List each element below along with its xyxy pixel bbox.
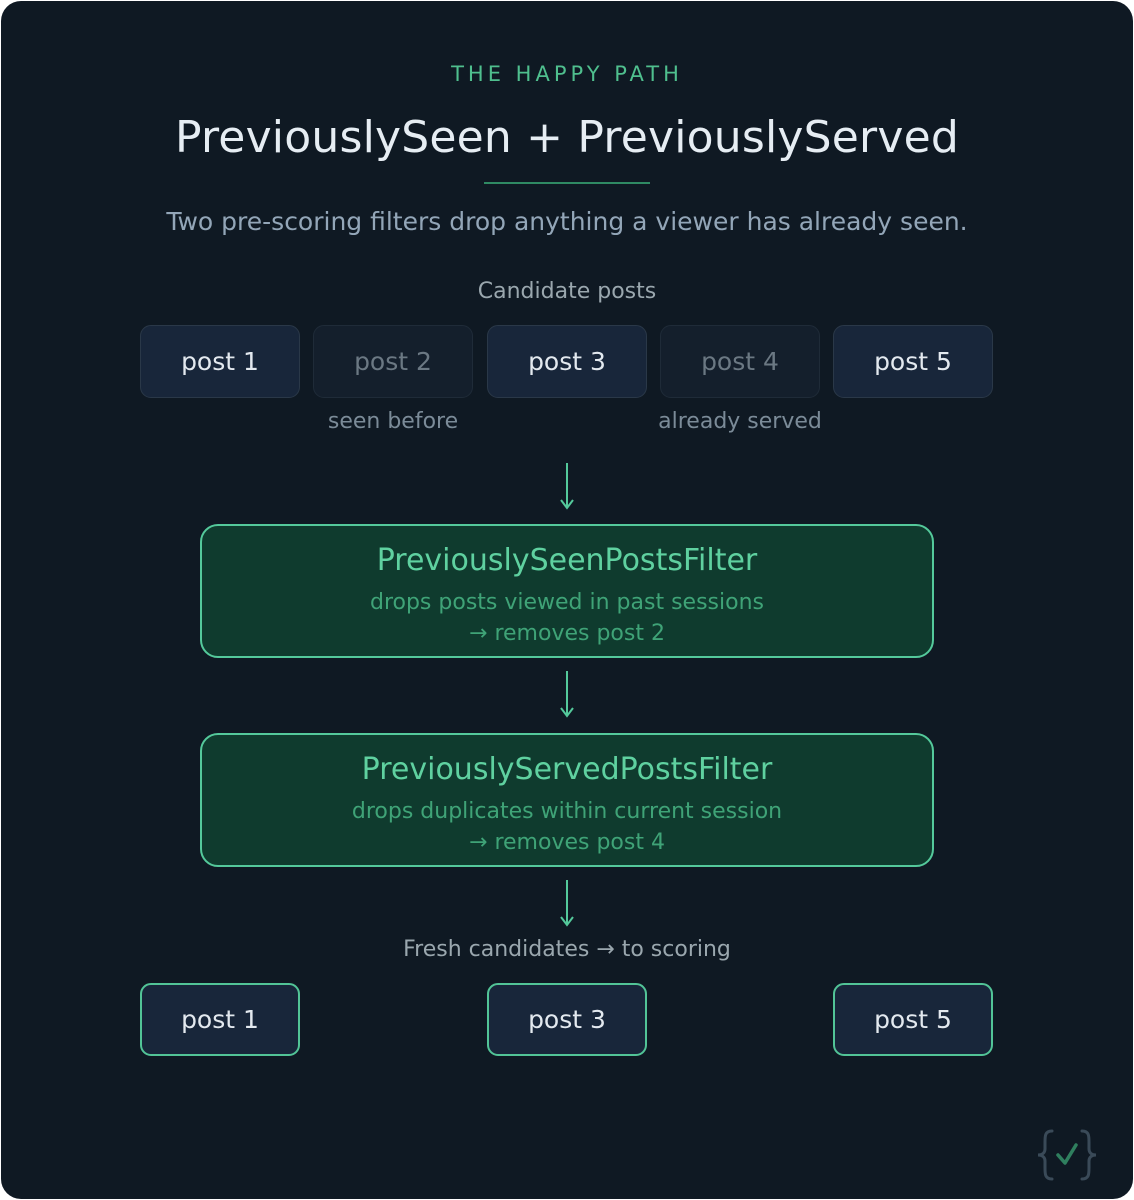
candidate-post-4: post 4 <box>660 325 820 398</box>
post-4-note: already served <box>658 409 822 434</box>
candidate-post-1: post 1 <box>140 325 300 398</box>
fresh-post-5: post 5 <box>833 983 993 1056</box>
eyebrow: THE HAPPY PATH <box>451 62 683 86</box>
diagram-title: PreviouslySeen + PreviouslyServed <box>175 112 959 163</box>
post-2-note: seen before <box>327 409 459 434</box>
arrow-down-icon <box>560 880 574 927</box>
fresh-post-3: post 3 <box>487 983 647 1056</box>
title-divider <box>484 182 650 184</box>
filter-effect: → removes post 4 <box>469 830 665 855</box>
filter-effect: → removes post 2 <box>469 621 665 646</box>
arrow-down-icon <box>560 463 574 510</box>
previously-seen-filter-box: PreviouslySeenPostsFilter drops posts vi… <box>200 524 934 658</box>
candidate-post-2: post 2 <box>313 325 473 398</box>
fresh-post-1: post 1 <box>140 983 300 1056</box>
filter-name: PreviouslySeenPostsFilter <box>376 543 758 578</box>
filter-name: PreviouslyServedPostsFilter <box>361 752 773 787</box>
braces-check-logo-icon <box>1037 1129 1097 1181</box>
diagram-subtitle: Two pre-scoring filters drop anything a … <box>166 207 968 236</box>
filter-description: drops duplicates within current session <box>351 799 783 824</box>
arrow-down-icon <box>560 671 574 718</box>
filter-description: drops posts viewed in past sessions <box>369 590 764 615</box>
output-label: Fresh candidates → to scoring <box>403 937 731 962</box>
candidate-post-3: post 3 <box>487 325 647 398</box>
previously-served-filter-box: PreviouslyServedPostsFilter drops duplic… <box>200 733 934 867</box>
candidates-label: Candidate posts <box>477 279 657 304</box>
candidate-post-5: post 5 <box>833 325 993 398</box>
